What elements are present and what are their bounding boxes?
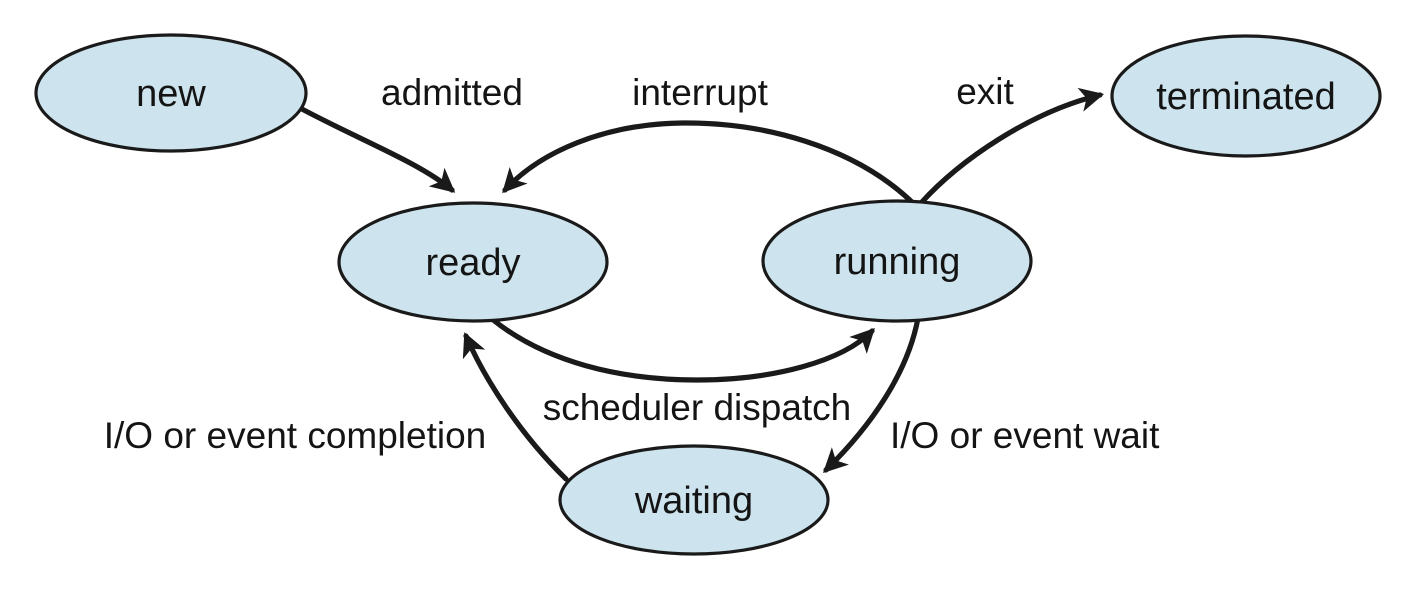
state-nodes: new ready running waiting terminated: [34, 33, 1382, 556]
edge-admitted: [297, 105, 456, 193]
state-node-new[interactable]: new: [34, 33, 308, 153]
state-label-terminated: terminated: [1156, 76, 1336, 118]
state-node-ready[interactable]: ready: [337, 201, 609, 323]
state-ellipse-terminated: [1110, 34, 1382, 158]
state-node-running[interactable]: running: [761, 199, 1033, 323]
state-ellipse-waiting: [558, 444, 830, 556]
edge-scheduler-dispatch: [489, 316, 875, 383]
edge-label-interrupt: interrupt: [632, 72, 768, 113]
state-node-terminated[interactable]: terminated: [1110, 34, 1382, 158]
edge-interrupt: [502, 120, 919, 209]
state-ellipse-running: [761, 199, 1033, 323]
transition-labels: admitted interrupt exit scheduler dispat…: [104, 71, 1160, 456]
edge-label-admitted: admitted: [381, 72, 523, 113]
state-label-running: running: [834, 241, 961, 283]
edge-io-or-event-wait: [822, 315, 921, 473]
edge-label-scheduler-dispatch: scheduler dispatch: [543, 387, 852, 428]
edge-io-or-event-completion: [462, 332, 569, 482]
edge-label-exit: exit: [956, 71, 1014, 112]
state-ellipse-new: [34, 33, 308, 153]
state-label-waiting: waiting: [634, 480, 753, 522]
edge-label-io-or-event-completion: I/O or event completion: [104, 415, 487, 456]
edge-exit: [918, 87, 1105, 206]
transition-edges: [297, 87, 1105, 482]
state-ellipse-ready: [337, 201, 609, 323]
state-label-ready: ready: [425, 242, 520, 284]
state-node-waiting[interactable]: waiting: [558, 444, 830, 556]
state-label-new: new: [136, 73, 206, 115]
edge-label-io-or-event-wait: I/O or event wait: [890, 415, 1160, 456]
